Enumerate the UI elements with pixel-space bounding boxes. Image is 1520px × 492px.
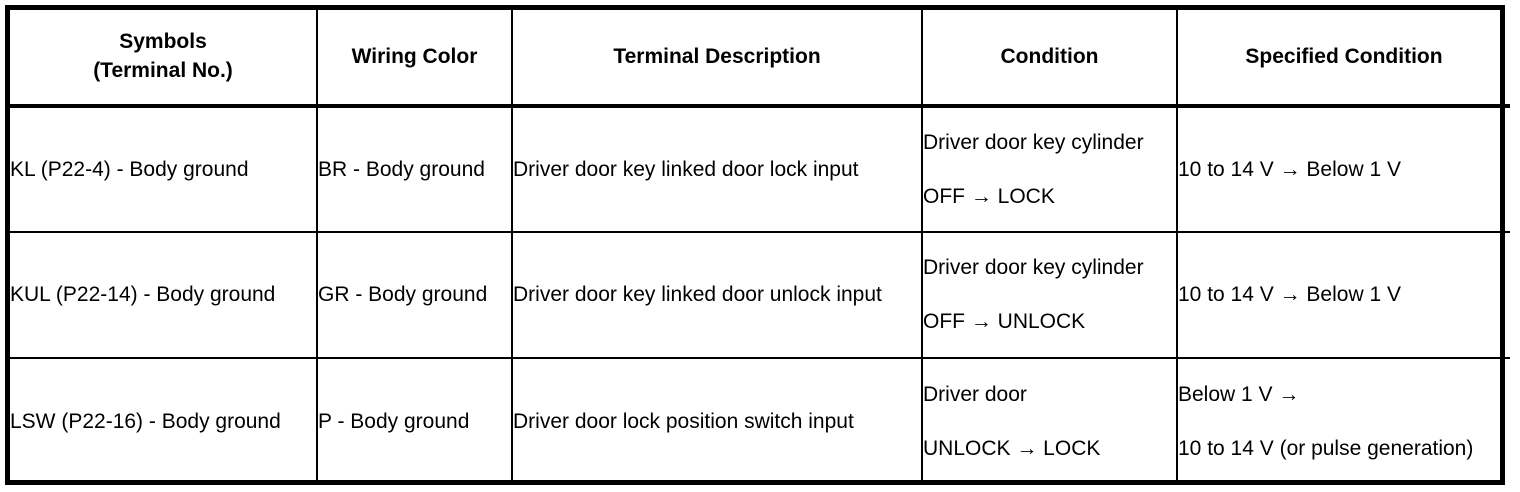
- column-header-wiring-color-label: Wiring Color: [351, 44, 478, 68]
- table-row: LSW (P22-16) - Body ground P - Body grou…: [10, 358, 1510, 484]
- column-header-symbols: Symbols (Terminal No.): [10, 10, 318, 108]
- column-header-specified-condition: Specified Condition: [1177, 10, 1510, 108]
- cell-wiring-color: BR - Body ground: [317, 106, 513, 233]
- cell-symbols: KUL (P22-14) - Body ground: [10, 232, 318, 359]
- terminal-specification-table: Symbols (Terminal No.) Wiring Color Term…: [10, 10, 1510, 484]
- table-header: Symbols (Terminal No.) Wiring Color Term…: [10, 10, 1510, 108]
- column-header-wiring-color: Wiring Color: [317, 10, 513, 108]
- cell-specified-condition-line2: 10 to 14 V (or pulse generation): [1178, 436, 1474, 460]
- column-header-symbols-line2: (Terminal No.): [93, 59, 233, 82]
- column-header-symbols-line1: Symbols: [119, 30, 207, 54]
- cell-specified-condition: Below 1 V → 10 to 14 V (or pulse generat…: [1177, 358, 1510, 484]
- cell-symbols: LSW (P22-16) - Body ground: [10, 358, 318, 484]
- cell-condition: Driver door UNLOCK → LOCK: [922, 358, 1178, 484]
- cell-specified-condition-line1: 10 to 14 V → Below 1 V: [1178, 157, 1401, 181]
- cell-condition-line1: Driver door: [923, 382, 1027, 406]
- cell-specified-condition: 10 to 14 V → Below 1 V: [1177, 232, 1510, 359]
- column-header-condition: Condition: [922, 10, 1178, 108]
- header-row: Symbols (Terminal No.) Wiring Color Term…: [10, 10, 1510, 108]
- cell-terminal-description: Driver door key linked door lock input: [512, 106, 923, 233]
- table-body: KL (P22-4) - Body ground BR - Body groun…: [10, 106, 1510, 484]
- column-header-terminal-description-label: Terminal Description: [613, 44, 821, 68]
- cell-condition: Driver door key cylinder OFF → UNLOCK: [922, 232, 1178, 359]
- cell-specified-condition-line1: Below 1 V →: [1178, 382, 1300, 406]
- column-header-terminal-description: Terminal Description: [512, 10, 923, 108]
- cell-wiring-color: P - Body ground: [317, 358, 513, 484]
- cell-condition: Driver door key cylinder OFF → LOCK: [922, 106, 1178, 233]
- cell-terminal-description: Driver door key linked door unlock input: [512, 232, 923, 359]
- cell-condition-line2: UNLOCK → LOCK: [923, 436, 1101, 460]
- cell-condition-line2: OFF → UNLOCK: [923, 310, 1086, 333]
- cell-wiring-color: GR - Body ground: [317, 232, 513, 359]
- column-header-condition-label: Condition: [1000, 44, 1099, 68]
- cell-condition-line1: Driver door key cylinder: [923, 256, 1144, 280]
- cell-condition-line2: OFF → LOCK: [923, 184, 1055, 208]
- table-row: KL (P22-4) - Body ground BR - Body groun…: [10, 106, 1510, 233]
- cell-specified-condition-line1: 10 to 14 V → Below 1 V: [1178, 283, 1401, 307]
- table-row: KUL (P22-14) - Body ground GR - Body gro…: [10, 232, 1510, 359]
- column-header-specified-condition-label: Specified Condition: [1245, 44, 1443, 68]
- specification-table-container: Symbols (Terminal No.) Wiring Color Term…: [5, 5, 1510, 485]
- cell-specified-condition: 10 to 14 V → Below 1 V: [1177, 106, 1510, 233]
- cell-symbols: KL (P22-4) - Body ground: [10, 106, 318, 233]
- cell-terminal-description: Driver door lock position switch input: [512, 358, 923, 484]
- cell-condition-line1: Driver door key cylinder: [923, 130, 1144, 154]
